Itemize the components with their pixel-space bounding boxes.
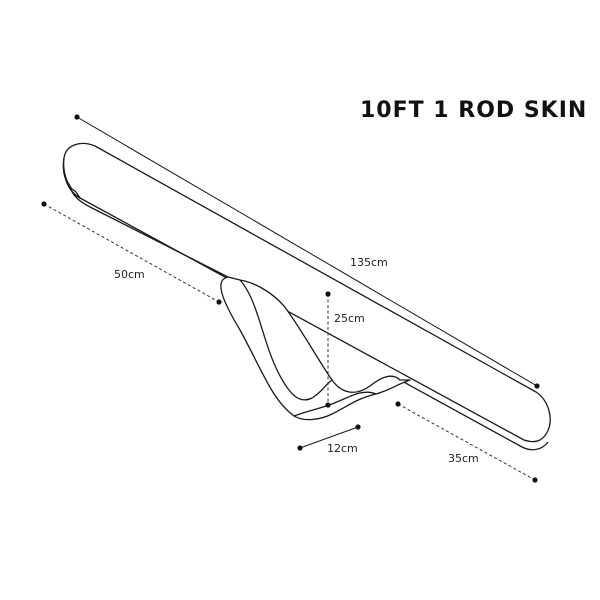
skirt-outline: [220, 276, 411, 421]
dim-bottom-width: [297, 424, 361, 451]
dim-right-section: [395, 401, 538, 483]
label-overall-length: 135cm: [350, 256, 388, 269]
dim-left-section: [41, 201, 222, 305]
dim-overall-length: [74, 114, 540, 389]
label-skirt-height: 25cm: [334, 312, 365, 325]
label-right-section: 35cm: [448, 452, 479, 465]
body-lower-edge-right: [399, 379, 549, 451]
label-left-section: 50cm: [114, 268, 145, 281]
rod-skin-body: [62, 142, 551, 451]
skirt-inner-curve: [239, 279, 333, 401]
skirt-bottom-edge: [293, 391, 377, 417]
skirt-flap: [220, 276, 411, 421]
label-bottom-width: 12cm: [327, 442, 358, 455]
dim-skirt-height: [325, 291, 331, 408]
body-lower-edge: [69, 185, 229, 278]
product-title: 10FT 1 ROD SKIN: [360, 98, 588, 123]
